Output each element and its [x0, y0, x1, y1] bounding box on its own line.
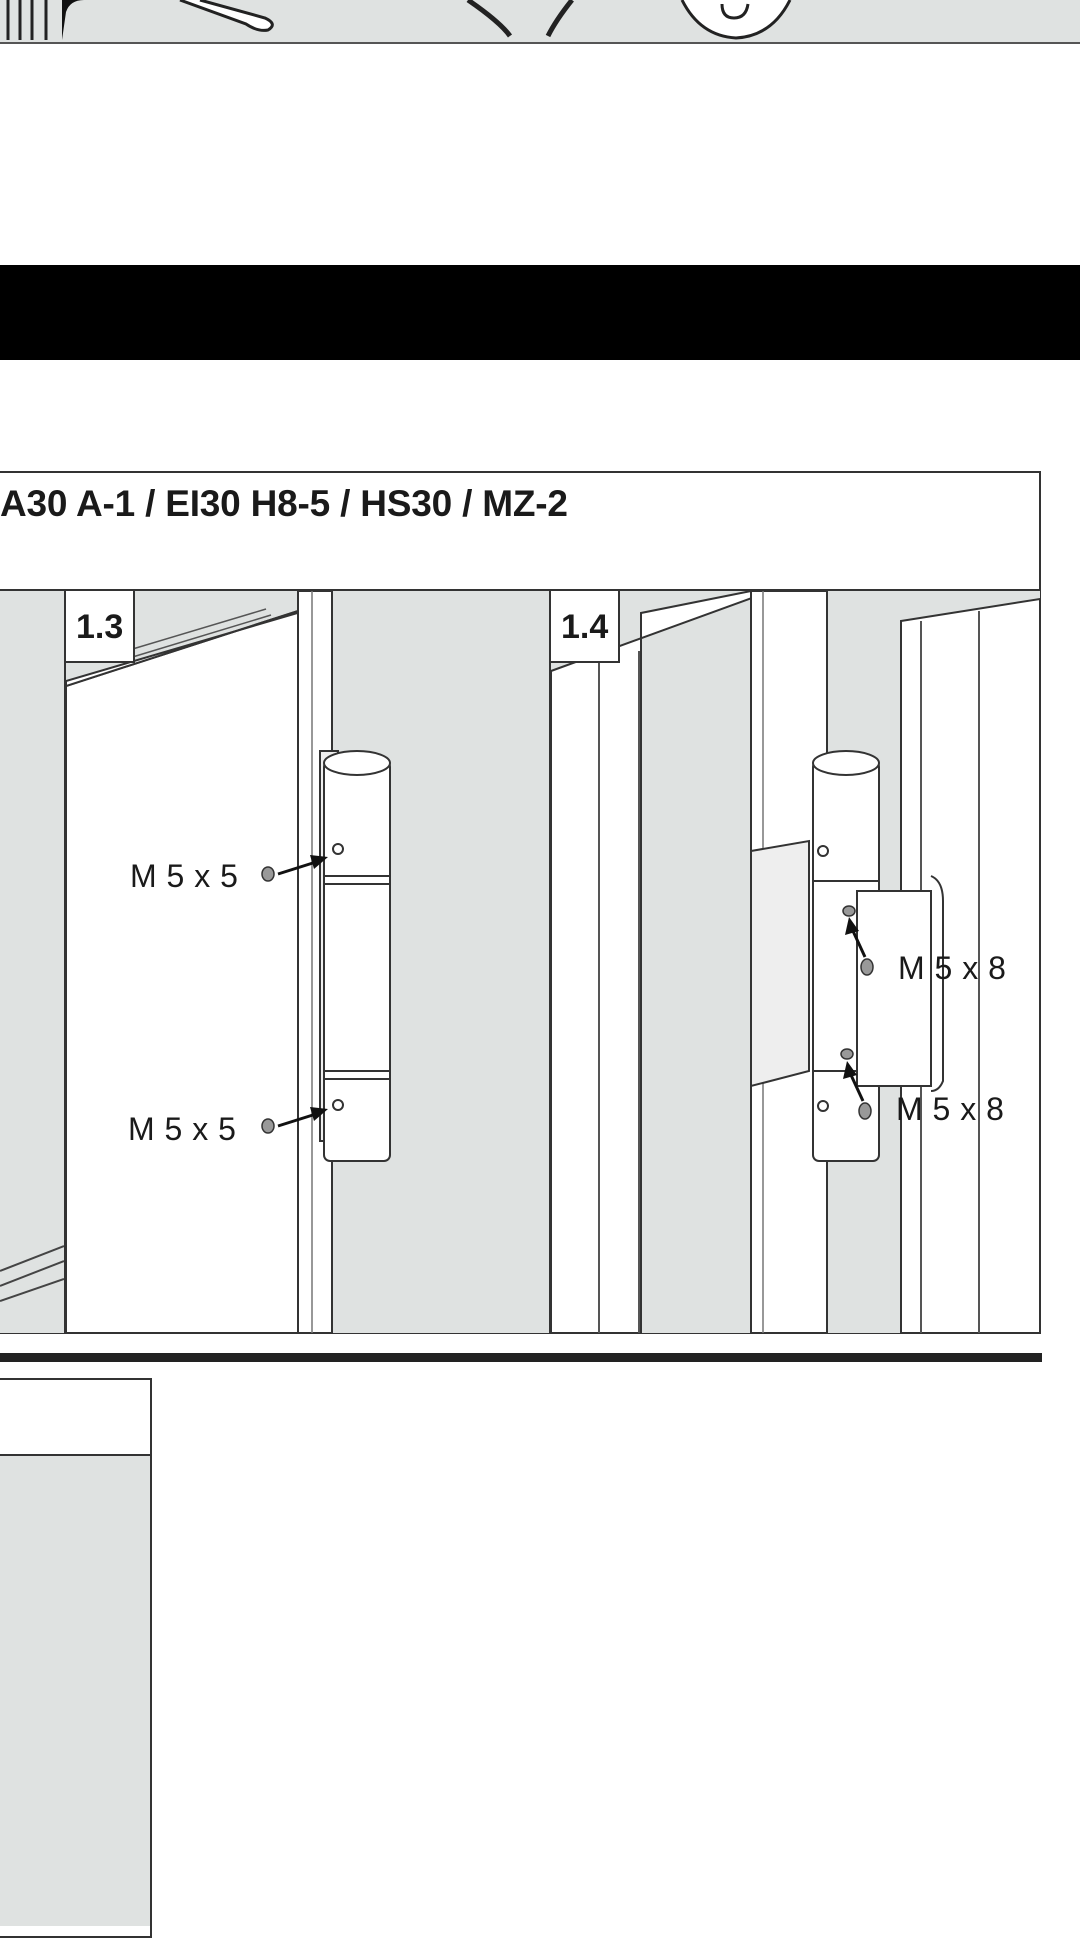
- section-header-band: [0, 265, 1080, 360]
- step-number-1-4: 1.4: [551, 591, 621, 663]
- title-row: [0, 473, 1039, 591]
- panel-previous-step: [0, 591, 66, 1333]
- section-divider-rule: [0, 1353, 1042, 1362]
- screw-callout-upper-1-3: M 5 x 5: [130, 858, 239, 894]
- panel-step-1-3: [66, 591, 551, 1333]
- screw-callout-upper-1-4: M 5 x 8: [898, 950, 1007, 986]
- top-illustration-strip: [0, 0, 1080, 44]
- top-illustration-fragments: [6, 0, 792, 40]
- hinge-illustration-1-3: [66, 591, 391, 1333]
- screw-callout-lower-1-3: M 5 x 5: [128, 1111, 237, 1147]
- step-number-1-3: 1.3: [66, 591, 136, 663]
- panel-step-1-4: [551, 591, 1040, 1333]
- screw-callout-lower-1-4: M 5 x 8: [896, 1091, 1005, 1127]
- section-title: A30 A-1 / EI30 H8-5 / HS30 / MZ-2: [0, 483, 568, 524]
- next-section-panel: [0, 1456, 150, 1926]
- next-section-header: [0, 1380, 150, 1456]
- hinge-illustration-1-4: [551, 591, 1040, 1333]
